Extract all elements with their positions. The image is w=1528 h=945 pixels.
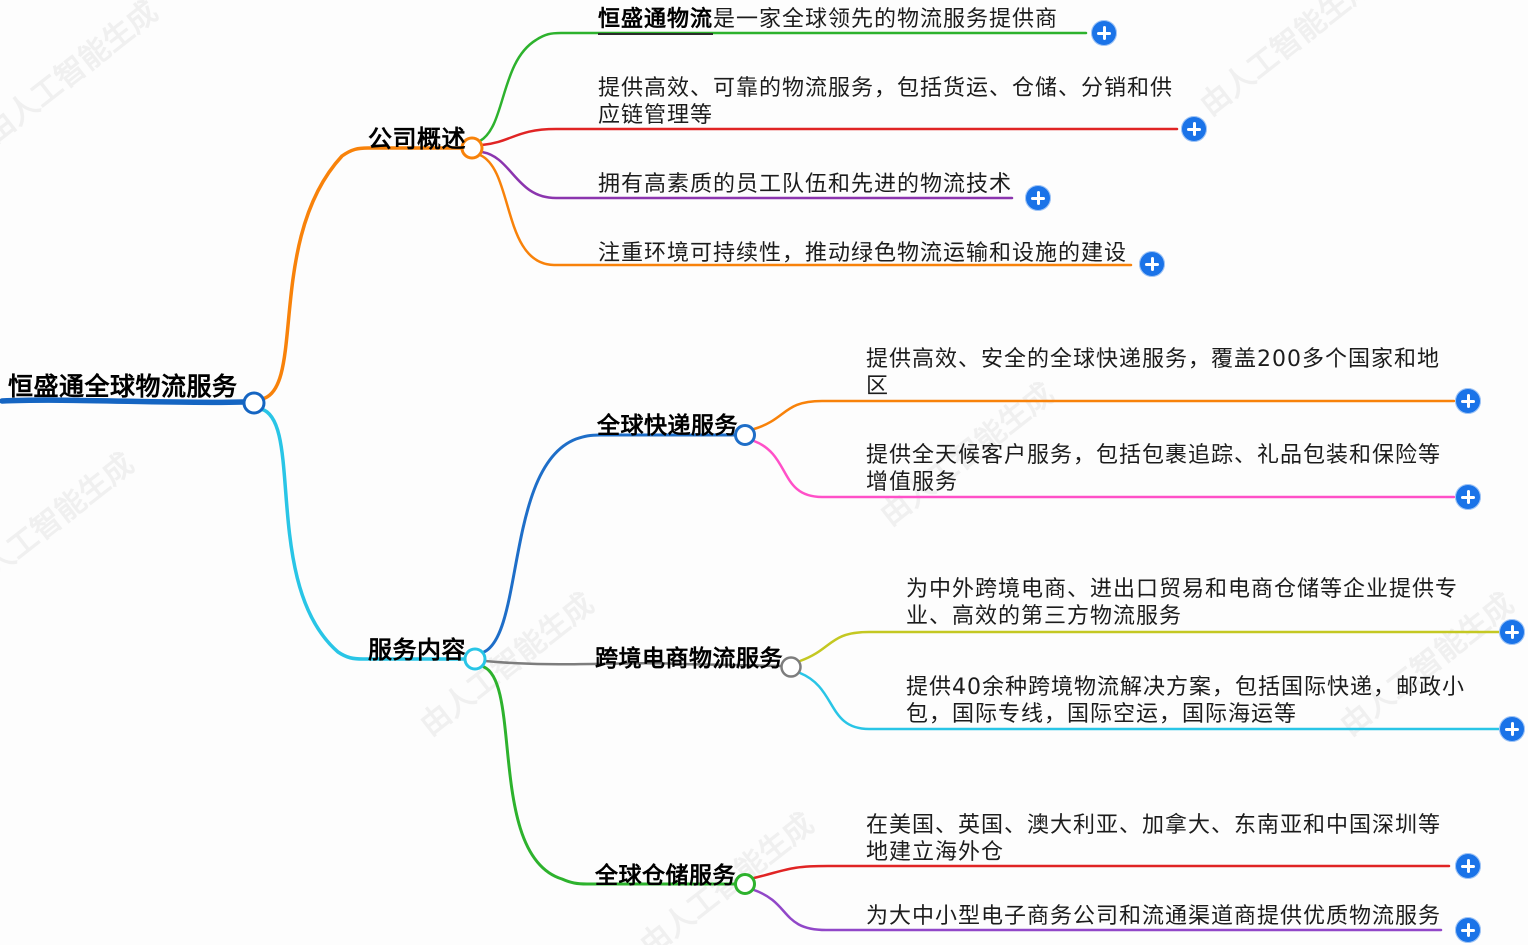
add-child-button-warehouse-p1[interactable]: [1455, 853, 1481, 879]
branch-warehouse-label[interactable]: 全球仓储服务: [595, 863, 736, 889]
add-child-button-company-p2[interactable]: [1181, 116, 1207, 142]
express-node-circle[interactable]: [734, 424, 756, 446]
watermark: 由人工智能生成: [1193, 0, 1381, 124]
branch-express-label[interactable]: 全球快递服务: [597, 413, 738, 439]
watermark: 由人工智能生成: [0, 446, 141, 604]
branch-company-label[interactable]: 公司概述: [368, 125, 466, 153]
warehouse-node-circle[interactable]: [734, 873, 756, 895]
leaf-company-p4[interactable]: 注重环境可持续性，推动绿色物流运输和设施的建设: [598, 241, 1128, 266]
leaf-company-p3[interactable]: 拥有高素质的员工队伍和先进的物流技术: [598, 172, 1013, 197]
leaf-company-p1-bold: 恒盛通物流: [598, 7, 714, 35]
leaf-company-p1[interactable]: 恒盛通物流是一家全球领先的物流服务提供商: [598, 6, 1059, 35]
edge-services-express: [482, 433, 737, 654]
edge-crossborder-p1: [798, 630, 1501, 663]
leaf-express-p2[interactable]: 提供全天候客户服务，包括包裹追踪、礼品包装和保险等 增值服务: [866, 443, 1442, 495]
add-child-button-company-p3[interactable]: [1025, 185, 1051, 211]
edge-services-warehouse: [482, 665, 738, 886]
branch-services-label[interactable]: 服务内容: [368, 636, 466, 664]
add-child-button-company-p4[interactable]: [1139, 251, 1165, 277]
edge-company-p2: [480, 127, 1179, 147]
leaf-company-p1-rest: 是一家全球领先的物流服务提供商: [713, 7, 1059, 32]
leaf-crossborder-p2[interactable]: 提供40余种跨境物流解决方案，包括国际快递，邮政小 包，国际专线，国际空运，国际…: [906, 675, 1465, 727]
add-child-button-express-p2[interactable]: [1455, 484, 1481, 510]
root-node-label[interactable]: 恒盛通全球物流服务: [8, 372, 238, 401]
watermark: 由人工智能生成: [0, 0, 165, 152]
leaf-warehouse-p1[interactable]: 在美国、英国、澳大利亚、加拿大、东南亚和中国深圳等 地建立海外仓: [866, 813, 1442, 865]
crossborder-node-circle[interactable]: [780, 656, 802, 678]
leaf-company-p2[interactable]: 提供高效、可靠的物流服务，包括货运、仓储、分销和供 应链管理等: [598, 76, 1174, 128]
leaf-crossborder-p1[interactable]: 为中外跨境电商、进出口贸易和电商仓储等企业提供专 业、高效的第三方物流服务: [906, 577, 1459, 629]
add-child-button-company-p1[interactable]: [1091, 20, 1117, 46]
branch-crossborder-label[interactable]: 跨境电商物流服务: [595, 646, 783, 672]
add-child-button-crossborder-p1[interactable]: [1499, 619, 1525, 645]
edge-warehouse-p1: [752, 864, 1451, 880]
leaf-warehouse-p2[interactable]: 为大中小型电子商务公司和流通渠道商提供优质物流服务: [866, 904, 1442, 929]
add-child-button-warehouse-p2[interactable]: [1455, 917, 1481, 943]
add-child-button-crossborder-p2[interactable]: [1499, 716, 1525, 742]
services-node-circle[interactable]: [463, 647, 487, 671]
root-node-circle[interactable]: [242, 391, 266, 415]
edge-root-services: [259, 407, 466, 661]
edge-root-company: [260, 146, 463, 401]
leaf-express-p1[interactable]: 提供高效、安全的全球快递服务，覆盖200多个国家和地 区: [866, 347, 1440, 399]
edge-express-p1: [752, 399, 1456, 431]
add-child-button-express-p1[interactable]: [1455, 388, 1481, 414]
